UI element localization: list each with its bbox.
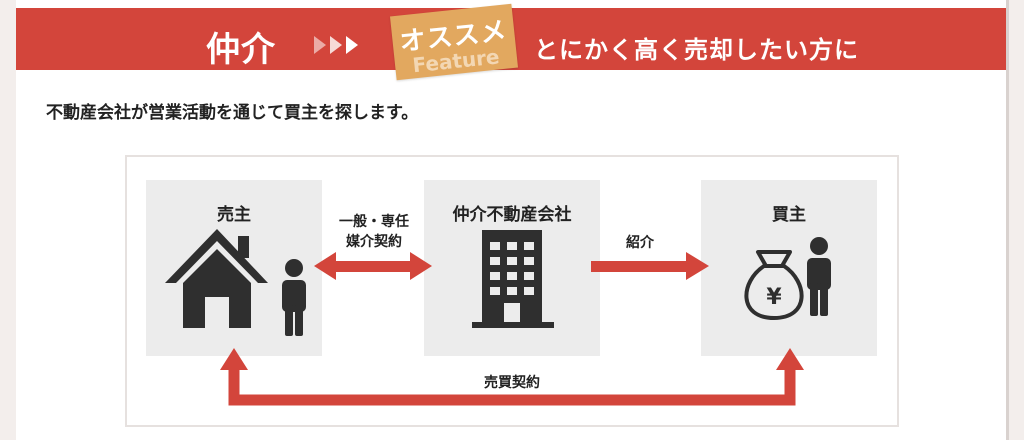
introduction-label: 紹介 [626, 235, 654, 251]
house-icon [165, 229, 268, 328]
buyer-title: 買主 [772, 205, 806, 225]
yen-symbol: ¥ [766, 285, 782, 310]
seller-buyer-arrow [228, 368, 796, 406]
agent-buyer-arrow [591, 252, 709, 280]
person-icon [282, 259, 306, 336]
contract-label-line1: 一般・専任 [339, 214, 409, 230]
seller-agent-arrow [314, 252, 432, 280]
contract-label: 一般・専任 媒介契約 [326, 212, 422, 252]
building-icon [472, 230, 554, 328]
header-banner: 仲介 オススメ Feature とにかく高く売却したい方に [16, 3, 1006, 81]
money-bag-icon: ¥ [744, 250, 804, 320]
seller-title: 売主 [217, 205, 251, 225]
contract-label-line2: 媒介契約 [346, 234, 402, 250]
agent-title: 仲介不動産会社 [452, 205, 572, 225]
triple-arrow-icon [314, 36, 358, 54]
banner-subtitle: とにかく高く売却したい方に [534, 36, 859, 64]
person-icon [807, 237, 831, 316]
banner-title: 仲介 [206, 30, 276, 70]
sale-contract-label: 売買契約 [484, 375, 540, 391]
intro-text: 不動産会社が営業活動を通じて買主を探します。 [46, 103, 419, 123]
